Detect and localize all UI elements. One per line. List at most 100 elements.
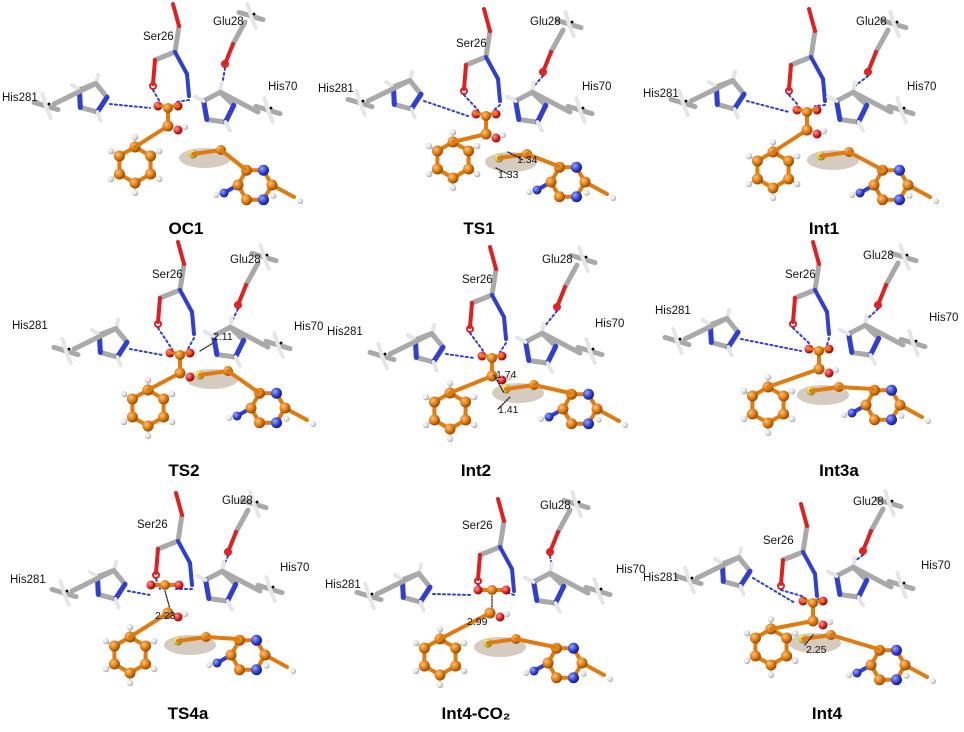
hydrogen-stick [671, 327, 679, 343]
hydrogen-stick [89, 327, 102, 337]
hydrogen-bond-line [543, 310, 558, 328]
distance-line [507, 151, 524, 161]
hydrogen-atom [446, 379, 454, 387]
residue-label-ser: Ser26 [462, 520, 493, 532]
hydrogen-atom [933, 198, 939, 204]
substrate-bond [438, 611, 492, 641]
hydrogen-stick [578, 108, 587, 124]
hydrogen-atom [120, 418, 128, 426]
substrate-bond [128, 611, 170, 639]
ser-oxygen [789, 320, 797, 328]
side-chain-bond [682, 316, 730, 342]
imidazole-n-bond [417, 584, 433, 605]
imidazole-bond [416, 571, 433, 590]
residue-label-his-left: His281 [643, 88, 679, 100]
oxygen-atom [491, 133, 501, 143]
ser-carbonyl-bond [811, 240, 821, 266]
hydrogen-atom [422, 421, 430, 429]
hydrogen-stick [264, 575, 272, 591]
hydrogen-stick [266, 108, 275, 124]
molecular-model [345, 7, 616, 203]
carbon-atom [428, 414, 440, 426]
side-chain-bond [694, 555, 742, 581]
hydrogen-stick [367, 594, 376, 610]
hydrogen-atom [436, 625, 444, 633]
hydrogen-atom [788, 415, 796, 423]
hydrogen-stick [233, 355, 242, 368]
substrate-bond [448, 374, 494, 395]
nitrogen-atom [532, 185, 542, 195]
hydrogen-atom [504, 611, 510, 617]
nitrogen-atom [271, 417, 282, 429]
residue-label-glu: Glu28 [530, 16, 561, 28]
hydrogen-stick [907, 329, 915, 345]
carbon-atom [418, 642, 430, 654]
imidazole-bond [531, 570, 553, 585]
carbon-atom [802, 107, 812, 117]
methyl-dot [584, 255, 588, 259]
distance-label: 1.41 [498, 404, 519, 416]
hydrogen-stick [535, 120, 544, 133]
ser-bond [157, 287, 183, 301]
ser-carbonyl-bond [807, 7, 817, 33]
hydrogen-stick [895, 96, 903, 112]
hydrogen-atom [263, 662, 270, 669]
hydrogen-stick [248, 490, 256, 506]
panel-ts4a: Ser26 Glu28 His281 His70 2.23 TS4a [10, 490, 309, 723]
hydrogen-atom [473, 170, 481, 178]
imidazole-n-bond [222, 102, 237, 125]
imidazole-bond [834, 89, 856, 104]
hydrogen-stick [683, 566, 691, 582]
hydrogen-atom [155, 175, 163, 183]
ser-hydroxyl-bond [476, 553, 482, 581]
hydrogen-bond-line [423, 100, 469, 117]
substrate-bond [769, 619, 815, 631]
nitrogen-atom [894, 164, 905, 176]
panel-int3a: Ser26 Glu28 His281 His70 Int3a [655, 240, 958, 480]
methyl-dot [684, 99, 688, 103]
hydrogen-stick [505, 94, 518, 103]
molecular-model [668, 7, 939, 206]
panel-int4: Ser26 Glu28 His281 His70 2.25 Int4 [643, 489, 950, 723]
carbon-atom [749, 632, 761, 644]
ser-amide-bond [809, 55, 825, 81]
imidazole-bond [849, 349, 873, 358]
hydrogen-atom [827, 619, 833, 625]
imidazole-bond [77, 104, 100, 115]
carbon-atom [877, 194, 888, 206]
carbon-atom [807, 615, 819, 627]
linker-bond [847, 150, 883, 171]
ser-amide-bond [484, 55, 500, 81]
hydrogen-atom [740, 415, 748, 423]
ser-bond [155, 538, 181, 552]
hydrogen-atom [150, 637, 158, 645]
hydrogen-atom [767, 615, 775, 623]
oxygen-atom [173, 125, 183, 135]
hydrogen-atom [523, 670, 529, 676]
imidazole-bond [206, 595, 230, 604]
hydrogen-bond-line [814, 104, 826, 107]
ser-oxygen [466, 325, 474, 333]
hydrogen-stick [892, 22, 901, 38]
hydrogen-atom [460, 639, 468, 647]
oxygen-atom [185, 372, 195, 382]
nitrogen-atom [251, 634, 262, 646]
hydrogen-stick [596, 589, 605, 605]
hydrogen-stick [574, 502, 583, 518]
distance-label: 2.25 [806, 644, 827, 656]
imidazole-bond [214, 351, 238, 360]
hydrogen-bond-line [493, 104, 501, 111]
hydrogen-stick [712, 556, 725, 566]
hydrogen-stick [838, 327, 851, 336]
side-chain-bond [365, 78, 413, 104]
imidazole-bond [429, 331, 446, 350]
hydrogen-bond-line [740, 338, 802, 352]
hydrogen-stick [223, 120, 232, 133]
methyl-dot [678, 337, 682, 341]
hydrogen-atom [595, 416, 602, 423]
methyl-dot [252, 12, 256, 16]
imidazole-n-bond [114, 339, 130, 360]
linker-bond [226, 369, 260, 394]
oxygen-atom [501, 585, 511, 595]
methyl-dot [591, 347, 595, 351]
